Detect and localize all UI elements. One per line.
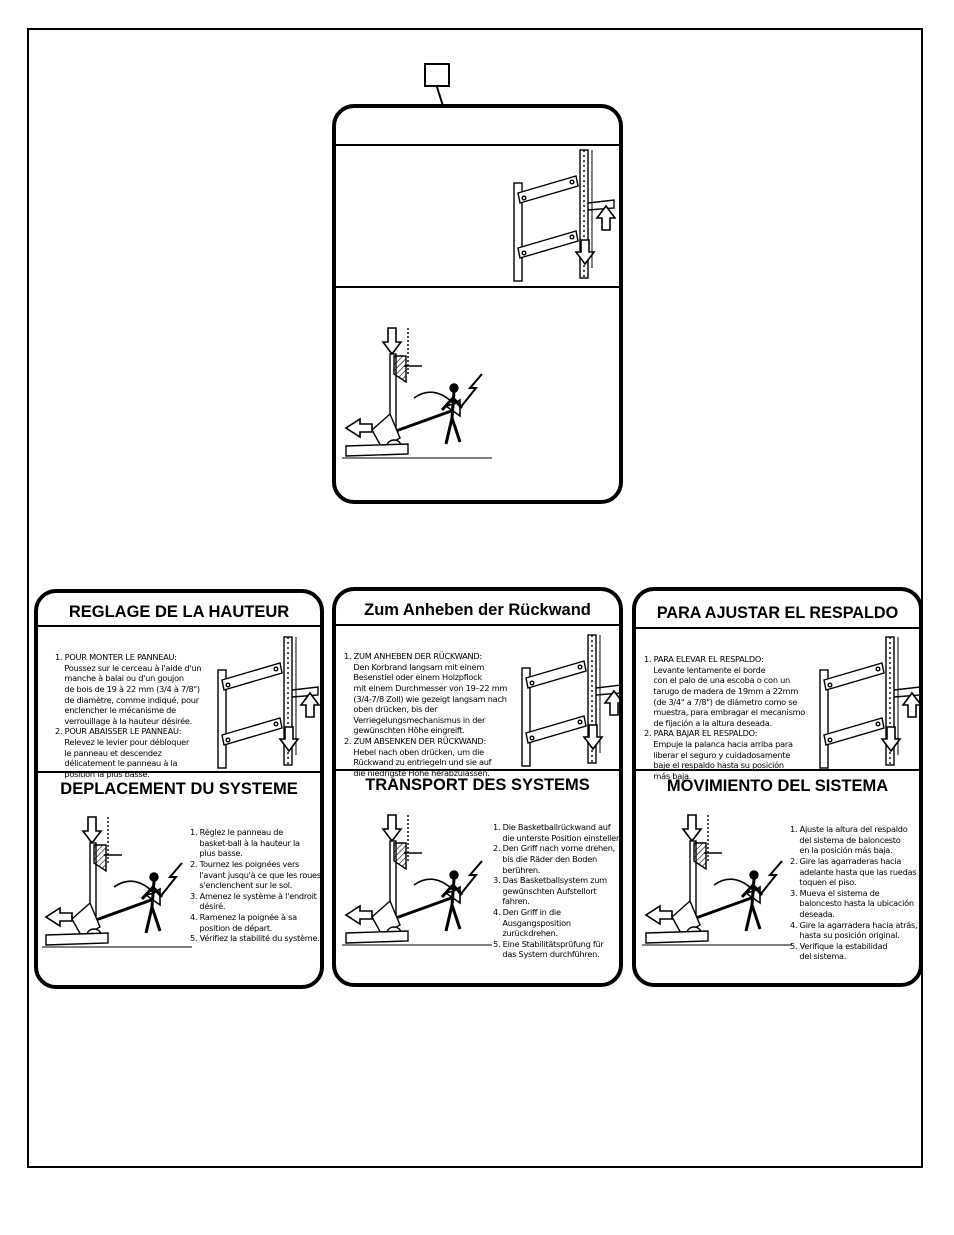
blank-label (332, 104, 623, 504)
spanish-height-title: PARA AJUSTAR EL RESPALDO (656, 604, 899, 622)
german-move-text: 1. Die Basketballrückwand auf die unters… (493, 822, 623, 960)
spanish-move-title: MOVIMIENTO DEL SISTEMA (666, 777, 889, 795)
callout-leader-line (436, 86, 444, 107)
german-move-illustration (342, 813, 492, 947)
page-frame (27, 28, 923, 1168)
german-header-divider (336, 624, 619, 626)
french-height-text: 1. POUR MONTER LE PANNEAU: Poussez sur l… (55, 652, 202, 779)
spanish-height-text: 1. PARA ELEVAR EL RESPALDO: Levante lent… (644, 654, 806, 781)
french-label: REGLAGE DE LA HAUTEUR 1. POUR MONTER LE … (34, 589, 324, 989)
french-section-divider (38, 771, 320, 773)
german-section-divider (336, 769, 619, 771)
french-move-title: DEPLACEMENT DU SYSTEME (60, 780, 298, 798)
spanish-label: PARA AJUSTAR EL RESPALDO 1. PARA ELEVAR … (632, 587, 923, 987)
spanish-header-divider (636, 627, 919, 629)
spanish-section-divider (636, 769, 919, 771)
height-adjust-illustration (513, 149, 616, 282)
german-move-title: TRANSPORT DES SYSTEMS (365, 776, 590, 794)
french-height-illustration (217, 636, 320, 769)
move-system-illustration (342, 326, 492, 460)
blank-label-header-divider (336, 144, 619, 146)
french-header-divider (38, 625, 320, 627)
callout-box (424, 63, 450, 87)
spanish-height-illustration (819, 636, 919, 769)
french-move-text: 1. Réglez le panneau de basket-ball à la… (190, 827, 321, 944)
german-height-text: 1. ZUM ANHEBEN DER RÜCKWAND: Den Korbran… (344, 651, 508, 778)
french-height-title: REGLAGE DE LA HAUTEUR (68, 603, 290, 621)
german-height-title: Zum Anheben der Rückwand (364, 601, 591, 619)
spanish-move-text: 1. Ajuste la altura del respaldo del sis… (790, 824, 918, 962)
german-label: Zum Anheben der Rückwand 1. ZUM ANHEBEN … (332, 587, 623, 987)
french-move-illustration (42, 815, 192, 949)
german-height-illustration (521, 634, 619, 767)
blank-label-section-divider (336, 286, 619, 288)
spanish-move-illustration (642, 813, 792, 947)
